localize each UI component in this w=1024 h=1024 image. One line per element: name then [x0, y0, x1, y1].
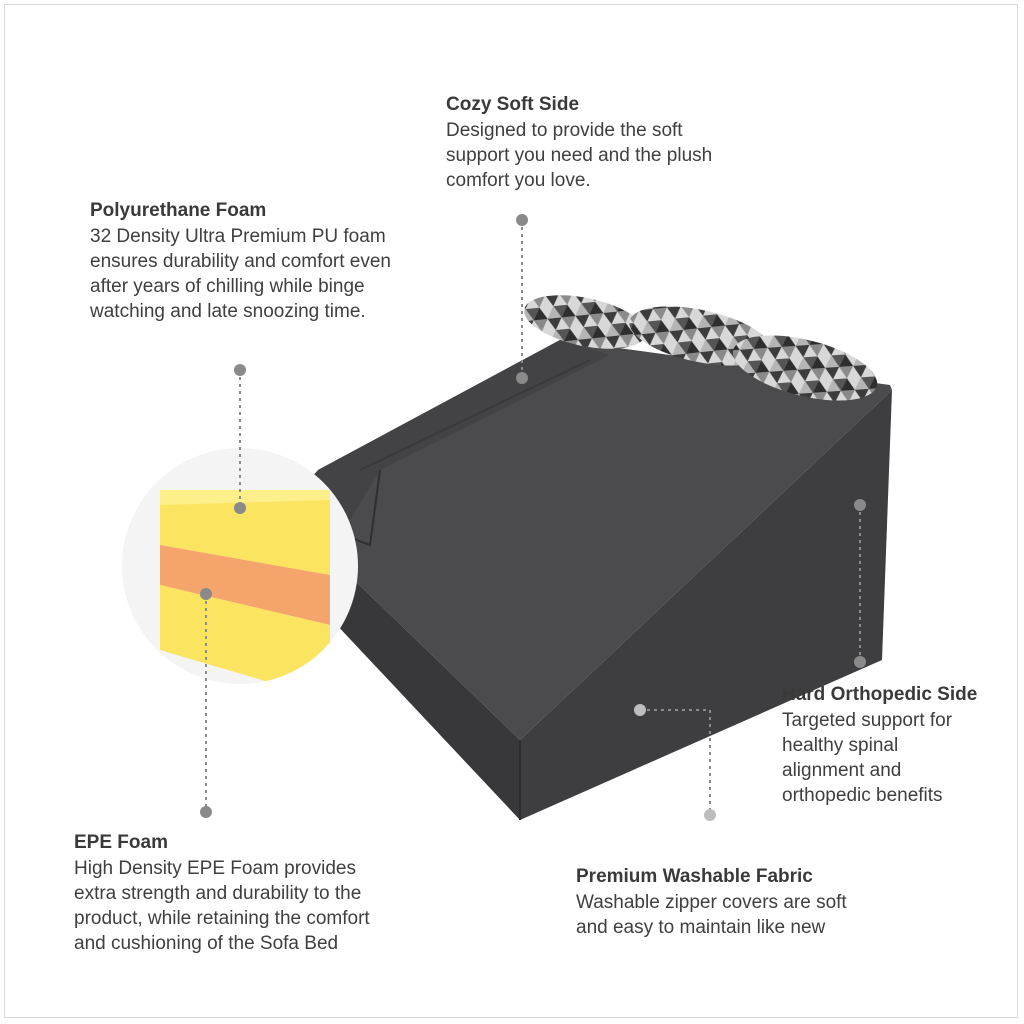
callout-dot-icon	[854, 656, 866, 668]
callout-description: Targeted support for healthy spinal alig…	[782, 710, 953, 806]
callout-title: Premium Washable Fabric	[576, 866, 813, 887]
callout-hard-orthopedic-side: Hard Orthopedic Side Targeted support fo…	[782, 682, 977, 808]
callout-dot-icon	[516, 372, 528, 384]
callout-description: Washable zipper covers are soft and easy…	[576, 892, 847, 938]
callout-premium-washable-fabric: Premium Washable Fabric Washable zipper …	[576, 864, 847, 940]
callout-dot-icon	[516, 214, 528, 226]
callout-dot-icon	[234, 364, 246, 376]
callout-description: Designed to provide the soft support you…	[446, 120, 713, 191]
callout-epe-foam: EPE Foam High Density EPE Foam provides …	[74, 830, 370, 956]
pillow-right	[732, 335, 878, 401]
callout-title: Hard Orthopedic Side	[782, 684, 978, 705]
callout-dot-icon	[704, 809, 716, 821]
callout-dot-icon	[234, 502, 246, 514]
sofa-front-side	[318, 545, 520, 820]
callout-description: High Density EPE Foam provides extra str…	[74, 858, 370, 954]
foam-cross-section	[160, 490, 330, 684]
callout-polyurethane-foam: Polyurethane Foam 32 Density Ultra Premi…	[90, 198, 391, 324]
callout-dot-icon	[200, 806, 212, 818]
callout-title: Polyurethane Foam	[90, 200, 267, 221]
callout-title: Cozy Soft Side	[446, 94, 580, 115]
image-border	[4, 4, 1018, 1018]
callout-dot-icon	[634, 704, 646, 716]
leader-lines	[205, 220, 861, 815]
sofa-top	[318, 340, 892, 740]
pillow-left	[524, 295, 646, 349]
callout-dot-icon	[200, 588, 212, 600]
sofa-right-side	[520, 390, 892, 820]
callout-dot-icon	[854, 499, 866, 511]
sofa-backrest	[300, 340, 610, 520]
callout-title: EPE Foam	[74, 832, 168, 853]
callout-cozy-soft-side: Cozy Soft Side Designed to provide the s…	[446, 92, 712, 193]
callout-description: 32 Density Ultra Premium PU foam ensures…	[90, 226, 391, 322]
